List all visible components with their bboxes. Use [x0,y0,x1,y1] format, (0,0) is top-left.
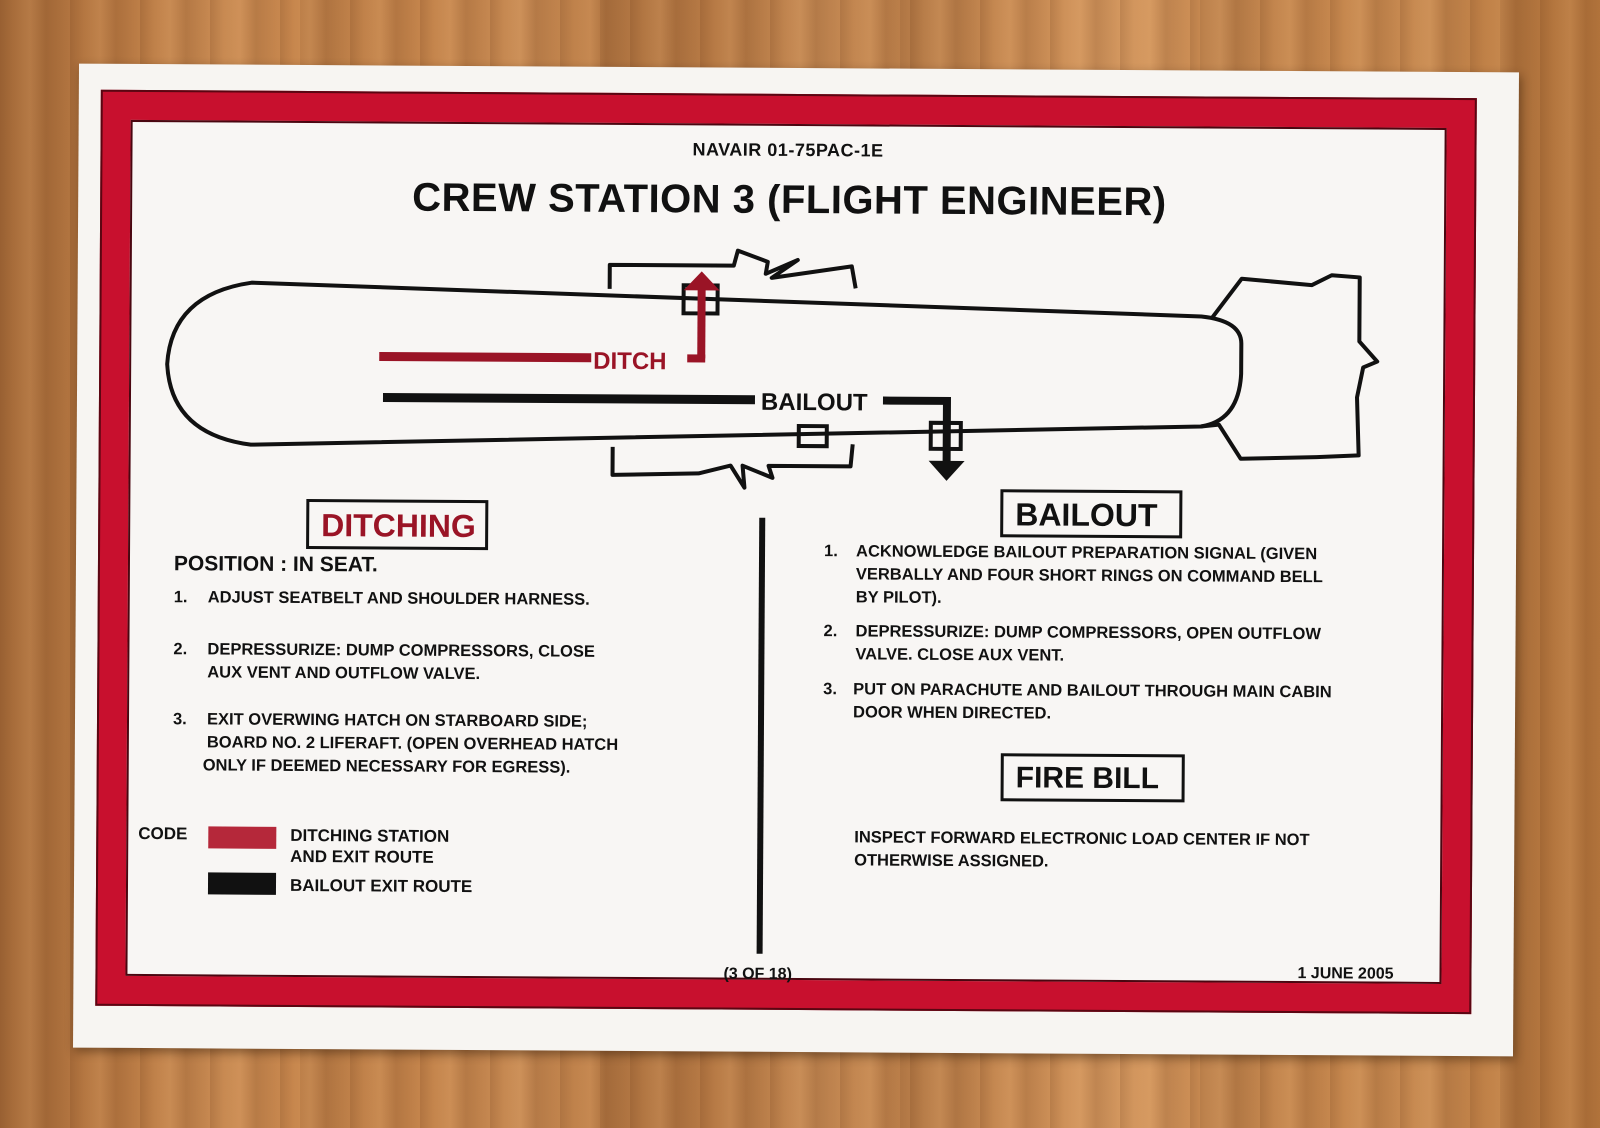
legend-bailout-swatch [207,872,277,895]
main-cabin-door [796,424,829,449]
bailout-label: BAILOUT [761,389,868,417]
legend-ditch-swatch [208,826,277,849]
ditching-step-1: 1. ADJUST SEATBELT AND SHOULDER HARNESS. [173,588,590,609]
revision-date: 1 JUNE 2005 [1297,965,1394,983]
ditch-label: DITCH [593,348,666,375]
bailout-route-arrow [882,396,951,463]
lower-wing-outline [610,444,855,490]
center-divider [756,517,766,954]
red-border-frame: NAVAIR 01-75PAC-1E CREW STATION 3 (FLIGH… [95,89,1477,1015]
ditching-position: POSITION : IN SEAT. [173,552,378,577]
fire-bill-text: INSPECT FORWARD ELECTRONIC LOAD CENTER I… [854,828,1310,871]
legend-ditch-text: DITCHING STATION AND EXIT ROUTE [290,825,450,867]
ditching-step-3: 3. EXIT OVERWING HATCH ON STARBOARD SIDE… [172,710,619,777]
ditching-step-2: 2. DEPRESSURIZE: DUMP COMPRESSORS, CLOSE… [173,640,596,684]
ditch-route-line [379,351,592,363]
bailout-arrow-head [928,460,965,481]
ditch-arrow-head [683,271,720,291]
placard-sheet: NAVAIR 01-75PAC-1E CREW STATION 3 (FLIGH… [73,63,1519,1057]
bailout-heading: BAILOUT [1000,489,1183,539]
bailout-step-3: 3. PUT ON PARACHUTE AND BAILOUT THROUGH … [823,680,1332,723]
placard-panel: NAVAIR 01-75PAC-1E CREW STATION 3 (FLIGH… [125,119,1447,984]
page-number: (3 OF 18) [723,965,792,983]
legend-bailout-text: BAILOUT EXIT ROUTE [289,875,473,897]
upper-wing-outline [607,248,858,289]
aircraft-diagram: DITCH BAILOUT [165,248,1380,954]
bailout-step-2: 2. DEPRESSURIZE: DUMP COMPRESSORS, OPEN … [823,622,1322,665]
tail-outline [1200,273,1380,461]
bailout-route-line [382,392,756,405]
fire-bill-heading: FIRE BILL [1000,753,1185,803]
legend-code-label: CODE [138,823,188,844]
fuselage-outline [165,280,1244,447]
bailout-step-1: 1. ACKNOWLEDGE BAILOUT PREPARATION SIGNA… [823,542,1323,607]
ditching-heading: DITCHING [306,499,489,551]
